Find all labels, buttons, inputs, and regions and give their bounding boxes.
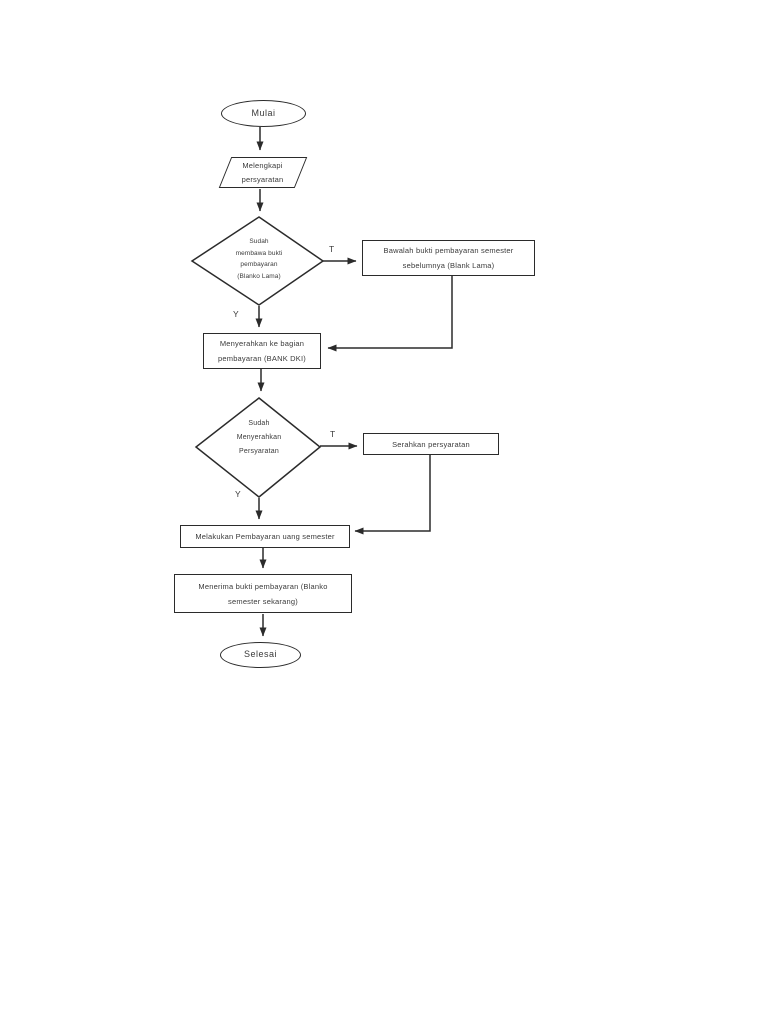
decision-persyaratan-line: Persyaratan [239,448,279,455]
decision-bukti-line: (Blanko Lama) [237,272,281,280]
decision-bukti-diamond-shape [190,216,325,306]
decision-bukti-text: Sudah membawa bukti pembayaran (Blanko L… [209,236,309,282]
menyerahkan-process-box: Menyerahkan ke bagian pembayaran (BANK D… [203,333,321,369]
serahkan-process-box: Serahkan persyaratan [363,433,499,455]
menyerahkan-line: Menyerahkan ke bagian [219,339,305,348]
decision-bukti-line: Sudah [249,238,269,245]
connector-bawalah-to-menyerahkan [327,276,453,352]
melakukan-process-box: Melakukan Pembayaran uang semester [180,525,350,548]
melengkapi-parallelogram: Melengkapi persyaratan [218,157,307,188]
decision-persyaratan-true-label: T [330,429,336,439]
start-terminator: Mulai [221,100,306,127]
start-label: Mulai [251,107,276,118]
decision-persyaratan-line: Menyerahkan [236,434,282,441]
connector-serahkan-to-melakukan [354,455,431,535]
menerima-line: Menerima bukti pembayaran (Blanko [198,581,328,591]
bawalah-line: sebelumnya (Blank Lama) [402,261,495,270]
decision-persyaratan-diamond-shape [194,397,322,498]
menerima-process-box: Menerima bukti pembayaran (Blanko semest… [174,574,352,613]
decision-bukti-true-label: T [329,244,335,254]
end-label: Selesai [243,649,278,660]
decision-persyaratan-false-label: Y [235,489,241,499]
decision-persyaratan-text: Sudah Menyerahkan Persyaratan [203,417,315,459]
bawalah-process-box: Bawalah bukti pembayaran semester sebelu… [362,240,535,276]
melengkapi-line: Melengkapi [242,160,283,170]
melengkapi-line: persyaratan [241,174,284,184]
melengkapi-text: Melengkapi persyaratan [218,157,307,188]
serahkan-label: Serahkan persyaratan [392,439,470,449]
menyerahkan-line: pembayaran (BANK DKI) [218,354,306,363]
menerima-line: semester sekarang) [228,596,298,606]
end-terminator: Selesai [220,642,301,668]
decision-bukti-line: membawa bukti [235,249,283,257]
melakukan-label: Melakukan Pembayaran uang semester [195,532,335,541]
decision-bukti-line: pembayaran [240,261,278,268]
bawalah-line: Bawalah bukti pembayaran semester [383,246,514,255]
decision-persyaratan-line: Sudah [248,420,270,427]
decision-bukti-false-label: Y [233,309,239,319]
